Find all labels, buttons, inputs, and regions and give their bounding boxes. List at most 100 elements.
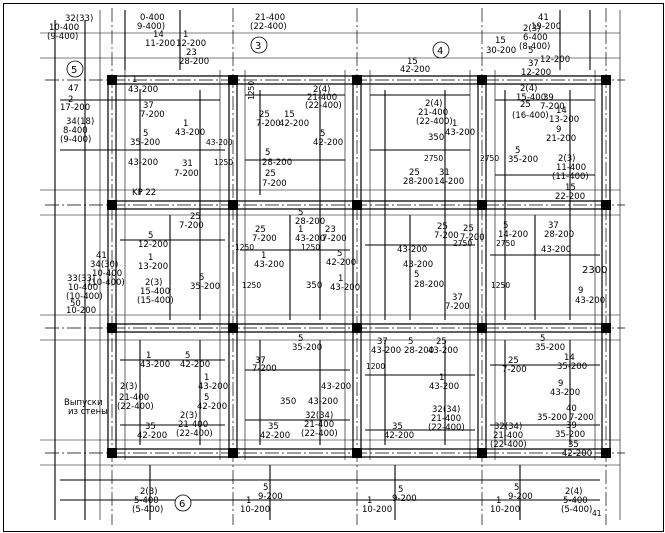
rebar-label: 43-200 xyxy=(429,382,459,392)
dimension-label: 2750 xyxy=(496,239,515,248)
rebar-label: 5 xyxy=(515,146,520,156)
rebar-label: 2 xyxy=(68,95,73,105)
rebar-label: (22-400) xyxy=(250,22,287,32)
rebar-label: 43-200 xyxy=(330,283,360,293)
rebar-label: 10-200 xyxy=(490,505,520,515)
rebar-label: 37 xyxy=(452,293,463,303)
rebar-label: 1 xyxy=(246,496,251,506)
rebar-label: 7-200 xyxy=(252,234,277,244)
rebar-label: 23 xyxy=(325,225,336,235)
rebar-label: 7-200 xyxy=(174,169,199,179)
rebar-label: 7-200 xyxy=(252,364,277,374)
rebar-label: 2(4) xyxy=(425,99,442,109)
rebar-label: (22-400) xyxy=(490,440,527,450)
rebar-label: 13-200 xyxy=(138,262,168,272)
rebar-label: 42-200 xyxy=(562,449,592,459)
rebar-label: 9 xyxy=(578,286,583,296)
rebar-label: 28-200 xyxy=(403,177,433,187)
rebar-label: 22-200 xyxy=(555,192,585,202)
rebar-label: 21-400 xyxy=(493,431,523,441)
rebar-label: 1 xyxy=(452,119,457,129)
rebar-label: 35 xyxy=(268,422,279,432)
rebar-label: 43-200 xyxy=(295,234,325,244)
rebar-label: 43-200 xyxy=(575,296,605,306)
rebar-label: 15 xyxy=(407,57,418,67)
rebar-label: 1 xyxy=(183,30,188,40)
rebar-label: 35 xyxy=(568,440,579,450)
rebar-label: 2(4) xyxy=(565,487,582,497)
rebar-label: (9-400) xyxy=(60,135,91,145)
rebar-label: 23 xyxy=(186,48,197,58)
rebar-label: 25 xyxy=(520,100,531,110)
rebar-label: (22-400) xyxy=(305,101,342,111)
rebar-label: 11-400 xyxy=(556,163,586,173)
rebar-label: 12-200 xyxy=(521,68,551,78)
rebar-label: 28-200 xyxy=(404,346,434,356)
rebar-label: 15-400 xyxy=(140,287,170,297)
rebar-label: 37 xyxy=(548,221,559,231)
rebar-label: 25 xyxy=(255,225,266,235)
rebar-label: 5 xyxy=(265,148,270,158)
rebar-label: 25 xyxy=(437,222,448,232)
rebar-label: 40 xyxy=(566,404,577,414)
rebar-label: 12-200 xyxy=(138,240,168,250)
rebar-label: 25 xyxy=(259,110,270,120)
rebar-label: 43-200 xyxy=(254,260,284,270)
rebar-label: 5-400 xyxy=(134,496,159,506)
rebar-label: 32(34) xyxy=(432,405,460,415)
rebar-label: 21-400 xyxy=(307,93,337,103)
rebar-label: 21-400 xyxy=(255,13,285,23)
rebar-label: 9 xyxy=(558,379,563,389)
rebar-label: 42-200 xyxy=(180,360,210,370)
rebar-label: 5 xyxy=(204,393,209,403)
rebar-label: 41 xyxy=(592,509,602,518)
rebar-label: 28-200 xyxy=(179,57,209,67)
rebar-label: 21-200 xyxy=(546,134,576,144)
rebar-label: 10-400 xyxy=(68,283,98,293)
dimension-label: 350 xyxy=(428,133,444,143)
dimension-label: 1250 xyxy=(491,281,510,290)
rebar-label: 43-200 xyxy=(397,245,427,255)
rebar-label: 1 xyxy=(338,274,343,284)
rebar-label: 5 xyxy=(514,483,519,493)
rebar-label: 42-200 xyxy=(384,431,414,441)
rebar-label: 35-200 xyxy=(537,413,567,423)
rebar-label: (22-400) xyxy=(176,429,213,439)
rebar-label: 14-200 xyxy=(434,177,464,187)
rebar-label: 12-200 xyxy=(176,39,206,49)
rebar-label: 5 xyxy=(148,231,153,241)
rebar-label: 42-200 xyxy=(313,138,343,148)
rebar-label: 31 xyxy=(439,168,450,178)
rebar-label: 37 xyxy=(255,356,266,366)
rebar-label: 39 xyxy=(543,93,554,103)
rebar-label: 28-200 xyxy=(262,158,292,168)
rebar-label: 5 xyxy=(320,129,325,139)
rebar-label: 1 xyxy=(132,75,137,85)
rebar-label: 21-400 xyxy=(418,108,448,118)
axis-label-6: 6 xyxy=(179,499,185,510)
rebar-labels: 32(33) 10-400 (9-400) 0-400 9-400) 21-40… xyxy=(47,13,607,518)
rebar-label: 33(33) xyxy=(67,274,95,284)
rebar-label: 7-200 xyxy=(540,102,565,112)
rebar-label: 28-200 xyxy=(295,217,325,227)
rebar-label: 2(3) xyxy=(120,382,137,392)
rebar-label: 43-200 xyxy=(428,346,458,356)
rebar-label: 12-200 xyxy=(540,55,570,65)
dimension-label: 2750 xyxy=(453,239,472,248)
rebar-label: 21-400 xyxy=(178,420,208,430)
rebar-label: 37 xyxy=(143,101,154,111)
rebar-label: 1 xyxy=(439,373,444,383)
rebar-label: 1 xyxy=(204,373,209,383)
leader-lines xyxy=(40,10,621,520)
dimension-label: 350 xyxy=(306,281,322,291)
note-label: из стены xyxy=(68,407,108,417)
rebar-label: (11-400) xyxy=(552,172,589,182)
rebar-label: 42-200 xyxy=(137,431,167,441)
rebar-label: 10-200 xyxy=(362,505,392,515)
dimension-label: 1250 xyxy=(235,243,254,252)
rebar-label: 10-400 xyxy=(49,23,79,33)
rebar-label: 5 xyxy=(540,334,545,344)
rebar-label: 42-200 xyxy=(260,431,290,441)
rebar-label: (22-400) xyxy=(301,429,338,439)
rebar-label: 35 xyxy=(392,422,403,432)
